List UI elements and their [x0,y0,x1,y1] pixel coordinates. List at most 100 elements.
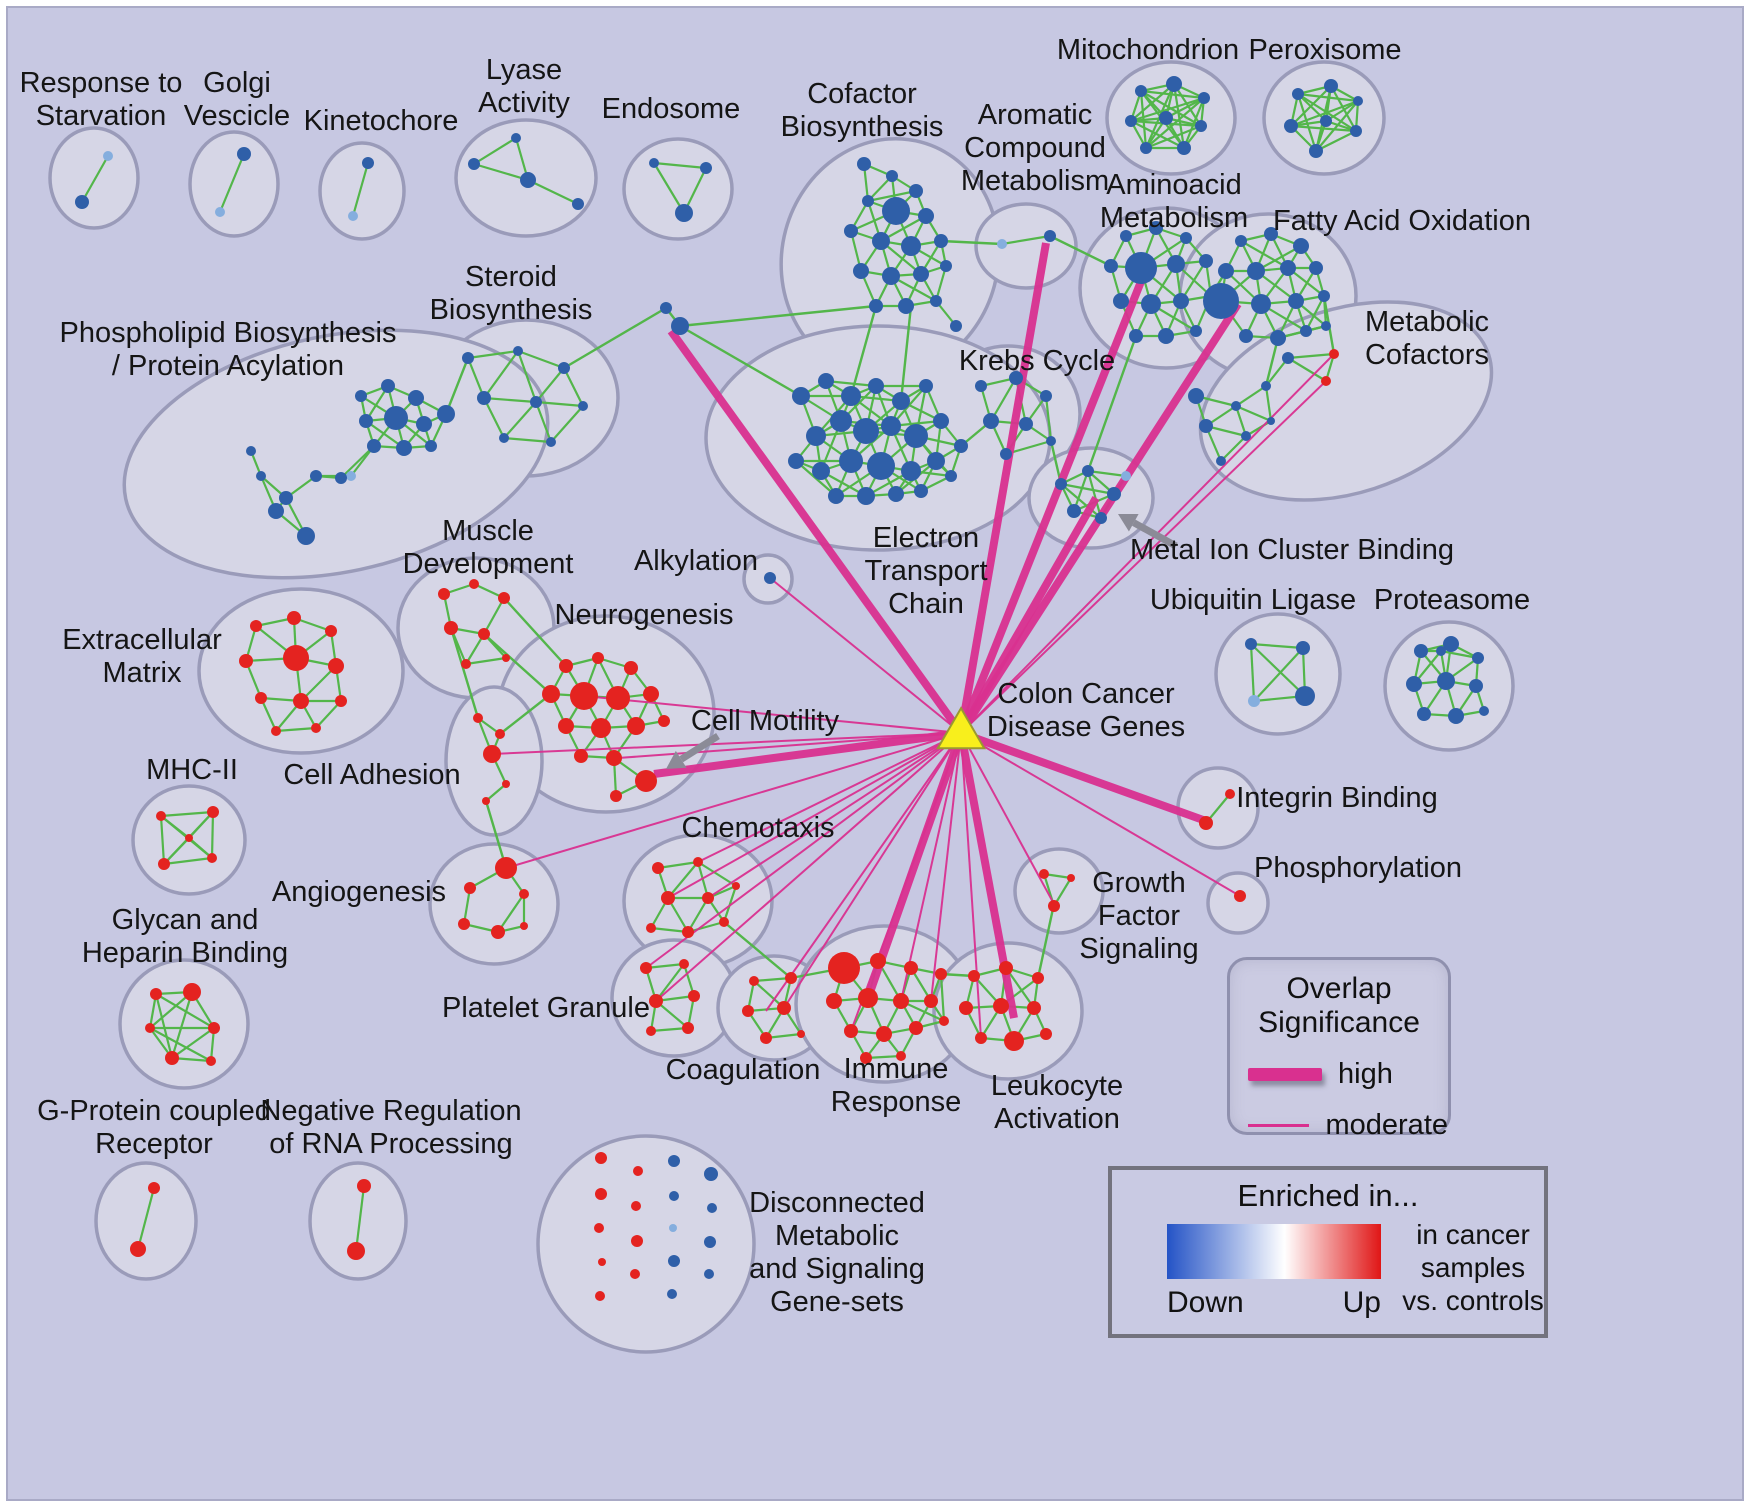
gene-set-node[interactable] [904,961,918,975]
gene-set-node[interactable] [1113,293,1129,309]
gene-set-node[interactable] [1067,874,1075,882]
gene-set-node[interactable] [857,487,875,505]
gene-set-node[interactable] [1199,816,1213,830]
gene-set-node[interactable] [347,1242,365,1260]
gene-set-node[interactable] [511,133,521,143]
gene-set-node[interactable] [610,790,622,802]
gene-set-node[interactable] [1158,328,1174,344]
gene-set-node[interactable] [844,1024,858,1038]
gene-set-node[interactable] [462,352,474,364]
gene-set-node[interactable] [1406,676,1422,692]
gene-set-node[interactable] [633,1166,643,1176]
gene-set-node[interactable] [679,959,689,969]
gene-set-node[interactable] [271,726,281,736]
gene-set-node[interactable] [208,1022,220,1034]
gene-set-node[interactable] [1309,144,1323,158]
gene-set-node[interactable] [1239,329,1253,343]
gene-set-node[interactable] [348,211,358,221]
gene-set-node[interactable] [438,588,450,600]
gene-set-node[interactable] [828,488,844,504]
gene-set-node[interactable] [1350,125,1362,137]
gene-set-node[interactable] [1027,1001,1041,1015]
gene-set-node[interactable] [1199,254,1213,268]
gene-set-node[interactable] [478,628,490,640]
gene-set-node[interactable] [499,433,509,443]
gene-set-node[interactable] [1218,263,1234,279]
gene-set-node[interactable] [396,440,412,456]
gene-set-node[interactable] [591,718,611,738]
gene-set-node[interactable] [328,658,344,674]
gene-set-node[interactable] [732,882,740,890]
gene-set-node[interactable] [1329,349,1339,359]
gene-set-node[interactable] [867,452,895,480]
gene-set-node[interactable] [1095,512,1107,524]
gene-set-node[interactable] [631,1235,643,1247]
gene-set-node[interactable] [839,449,863,473]
gene-set-node[interactable] [1267,417,1275,425]
gene-set-node[interactable] [1107,487,1121,501]
gene-set-node[interactable] [1135,85,1147,97]
gene-set-node[interactable] [384,406,408,430]
gene-set-node[interactable] [520,172,536,188]
gene-set-node[interactable] [250,620,262,632]
gene-set-node[interactable] [857,157,871,171]
gene-set-node[interactable] [892,392,910,410]
gene-set-node[interactable] [624,661,638,675]
gene-set-node[interactable] [546,437,556,447]
gene-set-node[interactable] [935,968,947,980]
gene-set-node[interactable] [1040,390,1052,402]
gene-set-node[interactable] [519,889,529,899]
gene-set-node[interactable] [924,994,938,1008]
gene-set-node[interactable] [940,260,952,272]
gene-set-node[interactable] [669,1224,677,1232]
gene-set-node[interactable] [468,158,480,170]
gene-set-node[interactable] [660,302,672,314]
gene-set-node[interactable] [1141,294,1161,314]
gene-set-node[interactable] [381,379,395,393]
gene-set-node[interactable] [1198,92,1210,104]
gene-set-node[interactable] [939,1016,949,1026]
gene-set-node[interactable] [1149,221,1163,235]
gene-set-node[interactable] [311,723,321,733]
gene-set-node[interactable] [950,320,962,332]
gene-set-node[interactable] [719,917,729,927]
gene-set-node[interactable] [882,197,910,225]
gene-set-node[interactable] [1448,708,1464,724]
gene-set-node[interactable] [1324,79,1338,93]
gene-set-node[interactable] [595,1291,605,1301]
gene-set-node[interactable] [362,157,374,169]
gene-set-node[interactable] [812,462,830,480]
gene-set-node[interactable] [661,891,675,905]
gene-set-node[interactable] [1309,261,1323,275]
gene-set-node[interactable] [1248,695,1260,707]
gene-set-node[interactable] [893,993,909,1009]
gene-set-node[interactable] [237,147,251,161]
gene-set-node[interactable] [594,1223,604,1233]
gene-set-node[interactable] [606,750,622,766]
gene-set-node[interactable] [630,1269,640,1279]
gene-set-node[interactable] [788,453,804,469]
gene-set-node[interactable] [359,414,373,428]
gene-set-node[interactable] [283,645,309,671]
gene-set-node[interactable] [268,503,284,519]
gene-set-node[interactable] [595,1188,607,1200]
gene-set-node[interactable] [183,983,201,1001]
gene-set-node[interactable] [297,527,315,545]
gene-set-node[interactable] [993,998,1009,1014]
gene-set-node[interactable] [888,486,904,502]
gene-set-node[interactable] [1414,644,1428,658]
gene-set-node[interactable] [1177,141,1191,155]
gene-set-node[interactable] [1245,638,1257,650]
gene-set-node[interactable] [896,1051,906,1061]
gene-set-node[interactable] [1247,262,1265,280]
gene-set-node[interactable] [1104,259,1118,273]
gene-set-node[interactable] [646,923,656,933]
gene-set-node[interactable] [464,882,476,894]
gene-set-node[interactable] [658,715,670,727]
gene-set-node[interactable] [130,1241,146,1257]
gene-set-node[interactable] [477,391,491,405]
gene-set-node[interactable] [592,652,604,664]
gene-set-node[interactable] [207,853,217,863]
gene-set-node[interactable] [1443,636,1459,652]
gene-set-node[interactable] [913,266,929,282]
